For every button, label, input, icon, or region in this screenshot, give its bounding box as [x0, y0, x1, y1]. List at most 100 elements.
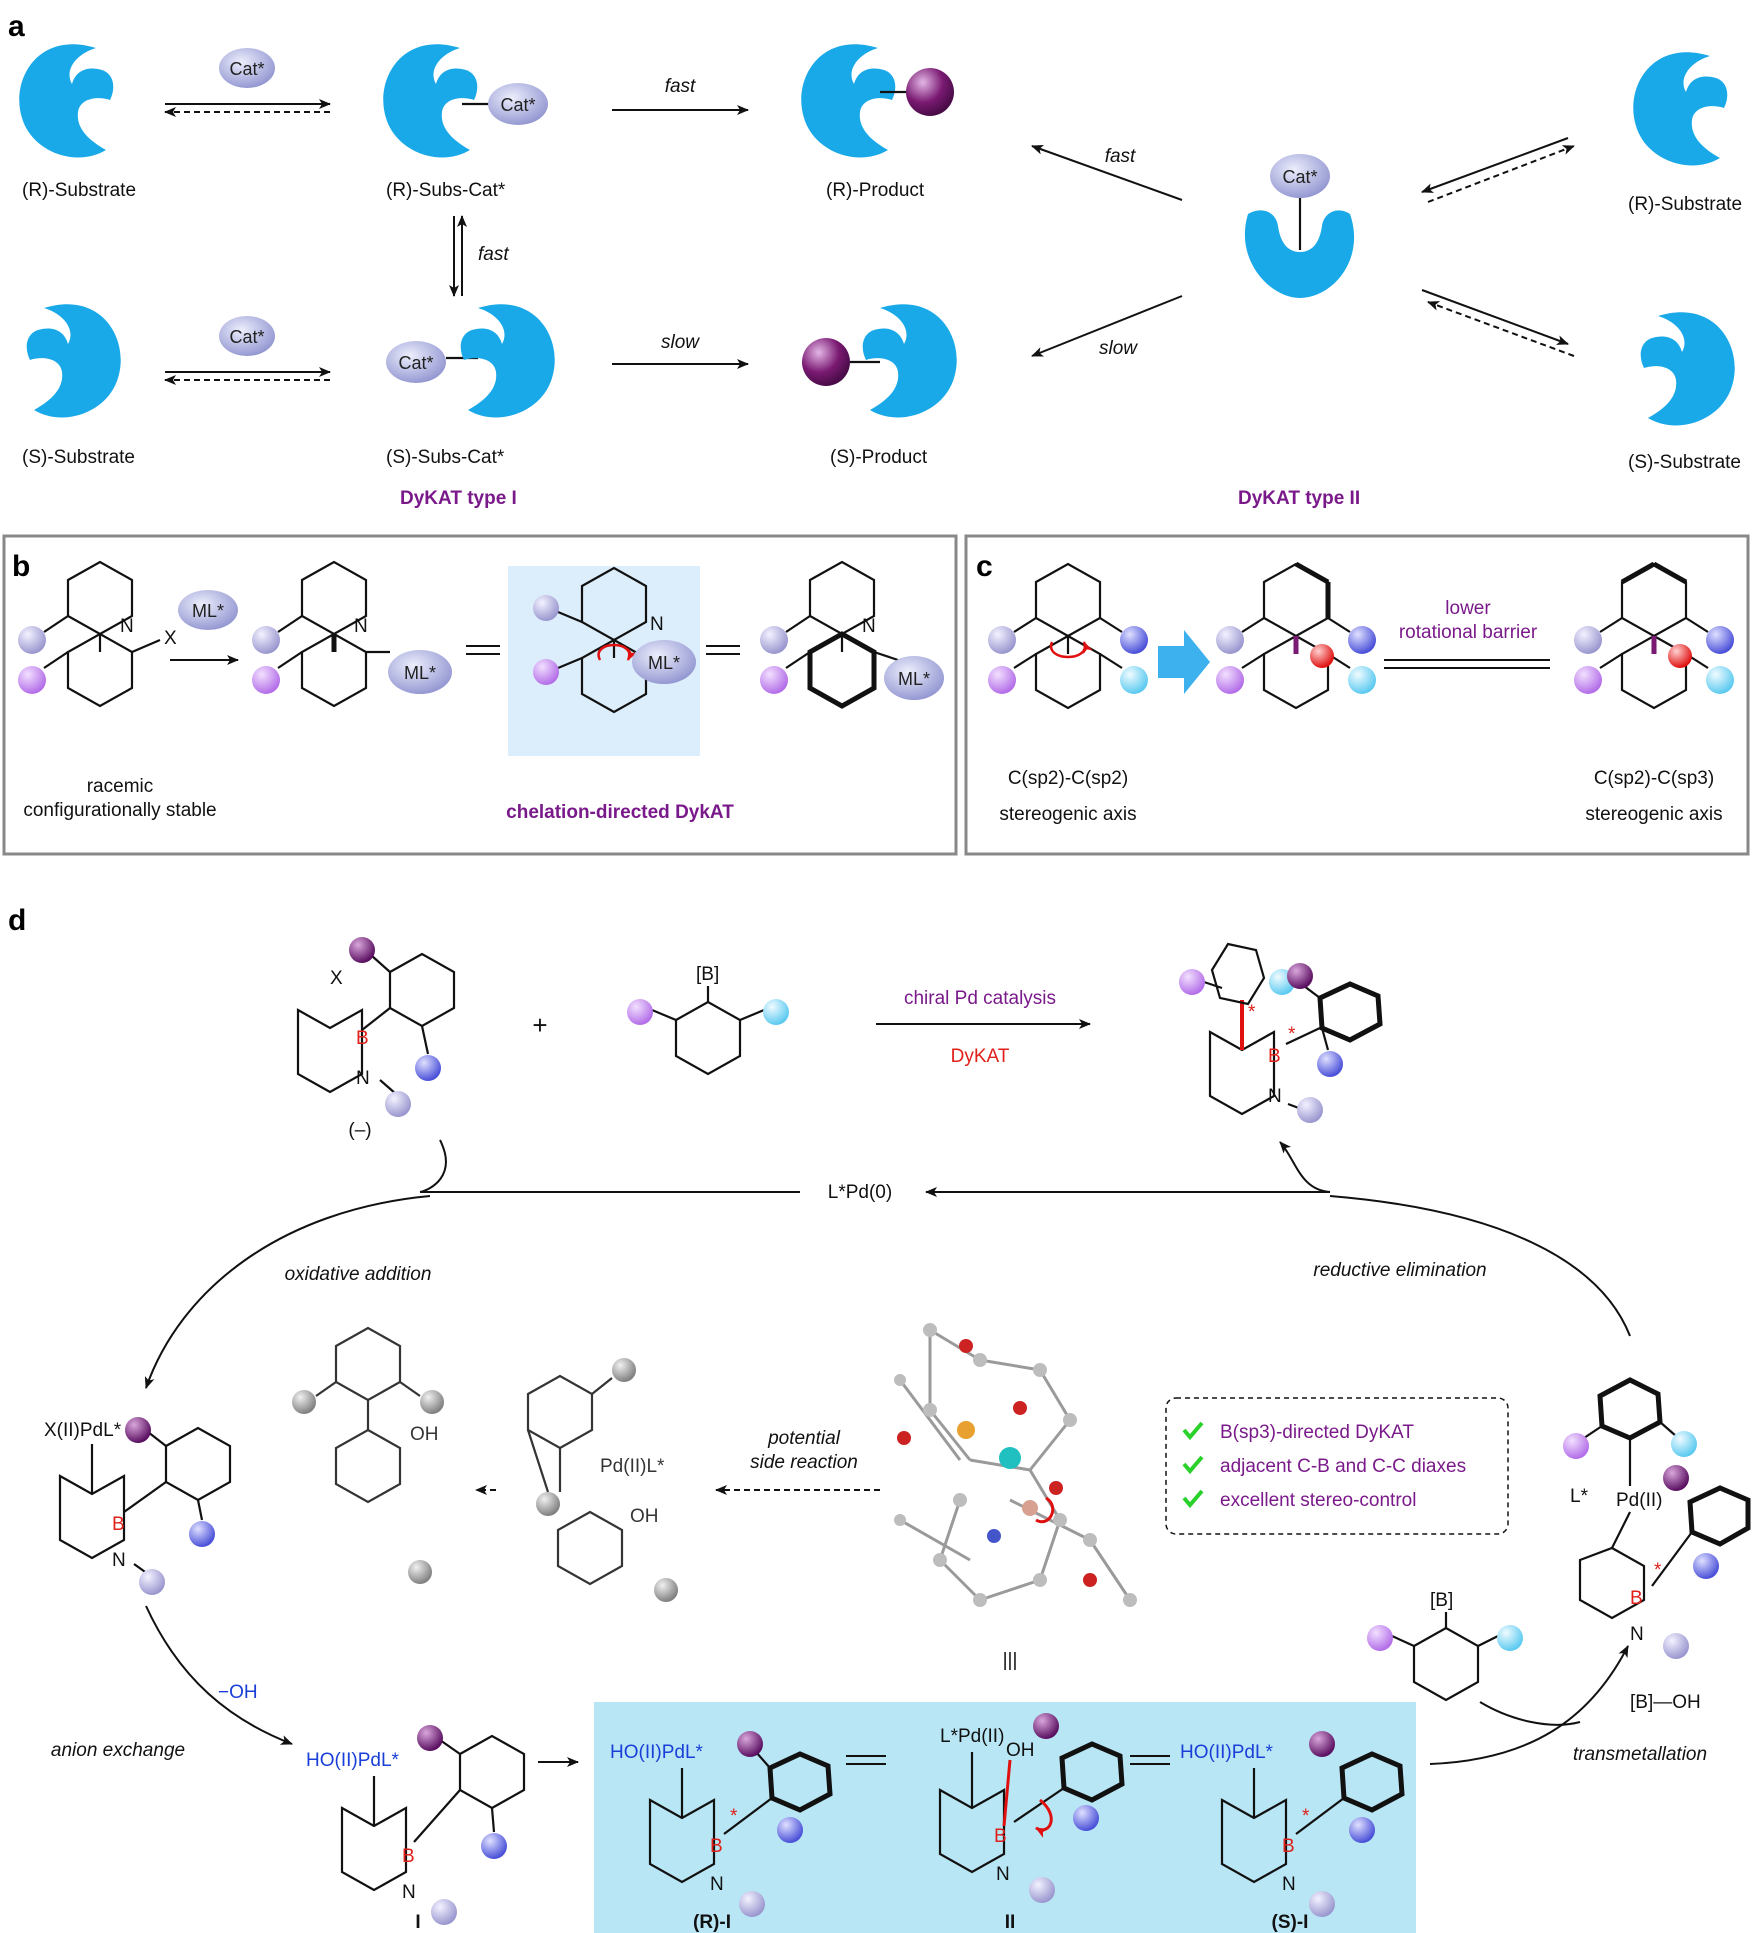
ball-grey-purple — [1216, 626, 1244, 654]
cycle-curve — [419, 1139, 447, 1193]
boron-reagent-label: [B] — [1430, 1590, 1453, 1611]
n-label: N — [356, 1068, 370, 1089]
s-subs-cat-shape — [460, 304, 555, 418]
label-R-I: (R)-I — [693, 1912, 731, 1933]
ball-violet — [1574, 666, 1602, 694]
ball-grey-purple — [1297, 1097, 1323, 1123]
aryl-boron-reagent: [B] — [627, 964, 789, 1076]
slow-arrow — [1031, 295, 1183, 357]
stereocenter-star: * — [1302, 1806, 1310, 1827]
checklist: B(sp3)-directed DyKAT adjacent C-B and C… — [1182, 1421, 1466, 1511]
ml-label: ML* — [192, 601, 224, 621]
s-product-shape — [862, 304, 957, 418]
ball-red — [1668, 644, 1692, 668]
ball-grey-purple — [988, 626, 1016, 654]
label-II: II — [1005, 1912, 1016, 1933]
s-substrate-label: (S)-Substrate — [1628, 452, 1741, 473]
s-substrate-shape — [26, 304, 121, 418]
ball-grey-purple — [1663, 1633, 1689, 1659]
boron-label: B — [994, 1826, 1007, 1847]
boron-label: B — [1268, 1046, 1281, 1067]
r-subs-cat-shape — [383, 44, 478, 158]
config-stable-label: configurationally stable — [23, 800, 216, 821]
stereocenter-star: * — [730, 1806, 738, 1827]
label-S-I: (S)-I — [1272, 1912, 1309, 1933]
boron-label: B — [356, 1028, 369, 1049]
r-substrate-label: (R)-Substrate — [22, 180, 136, 201]
ball-violet — [252, 666, 280, 694]
side-product-pd: Pd(II)L* OH — [526, 1358, 678, 1602]
arrow — [1421, 289, 1569, 345]
plus-label: + — [532, 1010, 547, 1040]
side-reaction-label-1: potential — [767, 1428, 841, 1449]
stereocenter-star: * — [1288, 1024, 1296, 1045]
ball-grey — [292, 1390, 316, 1414]
transmetallation-label: transmetallation — [1573, 1744, 1707, 1765]
intermediate-I: HO(II)PdL* B N — [306, 1725, 526, 1925]
ball-grey — [408, 1560, 432, 1584]
biaryl-sp2-sp3-a — [1216, 561, 1376, 710]
ball-darkpurple — [125, 1417, 151, 1443]
side-product: OH — [292, 1326, 444, 1584]
cat-label: Cat* — [398, 353, 433, 373]
panel-b-frame — [2, 534, 958, 856]
check-icon — [1182, 1421, 1204, 1441]
biaryl-racemic: X N — [18, 560, 177, 708]
atropisomer-product: * B * N — [1179, 942, 1383, 1123]
biaryl-complex: N — [252, 560, 390, 708]
boron-label: B — [1282, 1836, 1295, 1857]
boron-label: B — [112, 1514, 125, 1535]
side-reaction-label-2: side reaction — [750, 1452, 858, 1473]
racemic-label: racemic — [87, 776, 154, 797]
ball-cyan — [1671, 1431, 1697, 1457]
ball-blue — [1120, 626, 1148, 654]
pd2-label: Pd(II) — [1616, 1490, 1662, 1511]
n-label: N — [1282, 1874, 1296, 1895]
slow-label: slow — [661, 332, 700, 353]
ball-cyan — [1348, 666, 1376, 694]
panel-label-b: b — [12, 550, 30, 583]
minus-label: (–) — [348, 1120, 371, 1141]
r-product-shape — [801, 44, 896, 158]
biaryl-sp2-sp2 — [988, 562, 1148, 710]
fast-arrow — [1031, 145, 1183, 201]
transmetallation-curve — [1479, 1701, 1581, 1726]
ball-grey-purple — [760, 626, 788, 654]
dykat-label: DyKAT — [951, 1046, 1010, 1067]
r-substrate-shape — [1633, 52, 1728, 166]
ml-label: ML* — [898, 669, 930, 689]
ball-grey — [654, 1578, 678, 1602]
azaborine-start: X B N — [296, 937, 456, 1117]
ball-blue — [481, 1833, 507, 1859]
s-substrate-label: (S)-Substrate — [22, 447, 135, 468]
x-label: X — [164, 628, 177, 649]
n-label: N — [402, 1882, 416, 1903]
check-icon — [1182, 1455, 1204, 1475]
ball-blue — [1348, 626, 1376, 654]
pdl-side-label: Pd(II)L* — [600, 1456, 665, 1477]
oh-label: OH — [630, 1506, 659, 1527]
ball-grey — [420, 1390, 444, 1414]
ml-catalyst-ball — [884, 656, 944, 700]
boh-label: [B]—OH — [1630, 1692, 1701, 1713]
check-item-3: excellent stereo-control — [1220, 1490, 1416, 1511]
ball-violet — [18, 666, 46, 694]
oxidative-addition-arrow — [144, 1195, 431, 1389]
panel-c-frame — [964, 534, 1750, 856]
n-label: N — [996, 1864, 1010, 1885]
ball-grey-purple — [533, 595, 559, 621]
n-label: N — [112, 1550, 126, 1571]
ball-violet — [988, 666, 1016, 694]
arrow — [1427, 301, 1575, 357]
ball-blue — [1317, 1051, 1343, 1077]
rotation-arrow — [1049, 641, 1093, 659]
ball-cyan — [1706, 666, 1734, 694]
cat-label: Cat* — [229, 59, 264, 79]
ball-violet — [1179, 969, 1205, 995]
ml-label: ML* — [648, 653, 680, 673]
oh-label: OH — [1006, 1740, 1035, 1761]
ball-grey-purple — [739, 1891, 765, 1917]
ml-label: ML* — [404, 663, 436, 683]
ball-blue — [1349, 1817, 1375, 1843]
ball-grey-purple — [18, 626, 46, 654]
